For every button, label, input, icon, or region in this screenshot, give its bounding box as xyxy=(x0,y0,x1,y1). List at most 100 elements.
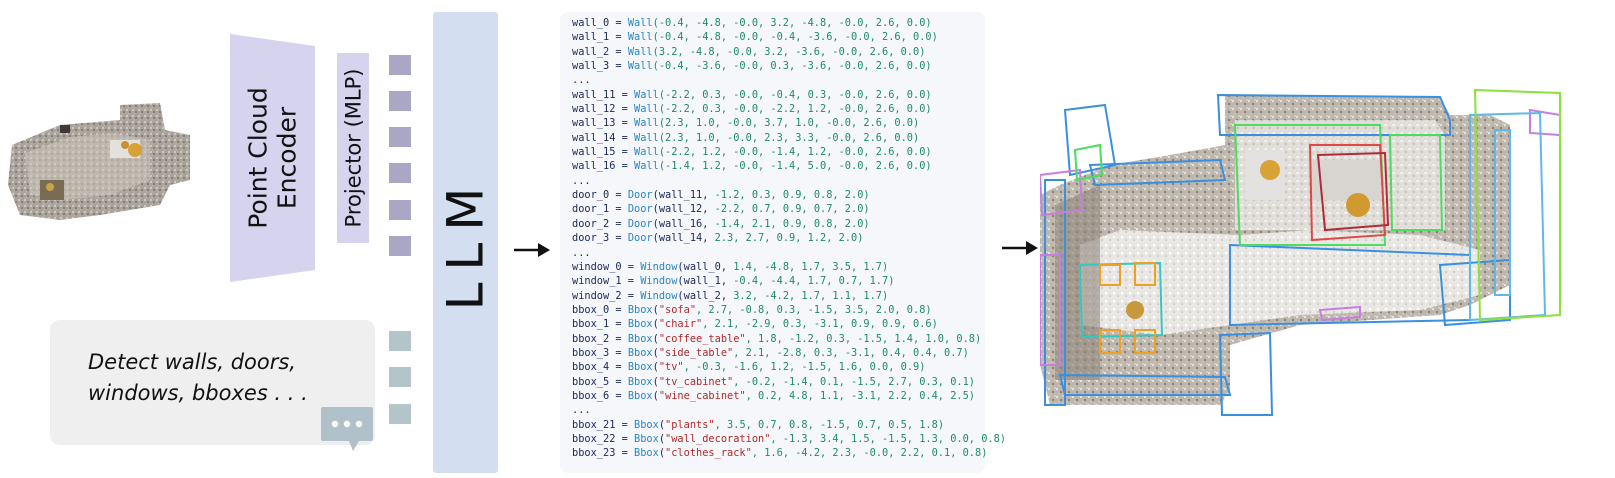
code-token: Window xyxy=(640,289,678,302)
code-line: ... xyxy=(572,174,1006,188)
code-token: (wall_12, xyxy=(652,203,715,216)
code-token: Bbox xyxy=(627,389,653,402)
code-token: ( xyxy=(652,332,659,345)
code-token: "chair" xyxy=(658,318,703,331)
point-cloud-encoder-block xyxy=(230,34,315,282)
code-token: "wall_decoration" xyxy=(665,432,771,445)
code-line: door_1 = Door(wall_12, -2.2, 0.7, 0.9, 0… xyxy=(572,202,1006,216)
code-token: "side_table" xyxy=(658,346,734,359)
llm-block xyxy=(433,12,498,473)
code-token: , 1.8, -1.2, 0.3, -1.5, 1.4, 1.0, 0.8) xyxy=(745,332,982,345)
code-token: ... xyxy=(572,74,591,87)
code-token: door_1 xyxy=(572,203,610,216)
code-line: bbox_2 = Bbox("coffee_table", 1.8, -1.2,… xyxy=(572,332,1006,346)
code-token: (3.2, -4.8, -0.0, 3.2, -3.6, -0.0, 2.6, … xyxy=(652,45,926,58)
code-token: door_0 xyxy=(572,189,610,202)
code-token: = xyxy=(609,318,628,331)
code-token: = xyxy=(621,275,641,288)
code-token: (-0.4, -4.8, -0.0, 3.2, -4.8, -0.0, 2.6,… xyxy=(652,17,932,29)
point-token xyxy=(389,163,411,183)
code-line: bbox_6 = Bbox("wine_cabinet", 0.2, 4.8, … xyxy=(572,389,1006,403)
encoder-label-line1: Point Cloud xyxy=(243,87,273,229)
code-line: wall_0 = Wall(-0.4, -4.8, -0.0, 3.2, -4.… xyxy=(572,16,1006,30)
code-token: , -0.3, -1.6, 1.2, -1.5, 1.6, 0.0, 0.9) xyxy=(683,361,926,374)
code-token: Wall xyxy=(634,146,659,159)
code-token: 3.2, -4.2, 1.7, 1.1, 1.7) xyxy=(733,289,889,302)
code-token: "clothes_rack" xyxy=(665,447,752,460)
code-line: bbox_5 = Bbox("tv_cabinet", -0.2, -1.4, … xyxy=(572,375,1006,389)
right-arrow-icon xyxy=(514,243,550,257)
code-token: , 2.7, -0.8, 0.3, -1.5, 3.5, 2.0, 0.8) xyxy=(696,303,932,316)
prompt-text: Detect walls, doors, windows, bboxes . .… xyxy=(88,347,358,409)
code-token: Wall xyxy=(627,17,653,29)
code-token: Window xyxy=(640,275,678,288)
code-token: 1.4, -4.8, 1.7, 3.5, 1.7) xyxy=(733,260,889,273)
code-line: bbox_0 = Bbox("sofa", 2.7, -0.8, 0.3, -1… xyxy=(572,303,1006,317)
code-token: Bbox xyxy=(627,375,653,388)
code-token: Wall xyxy=(634,160,659,173)
code-token: Bbox xyxy=(627,332,653,345)
code-line: door_0 = Door(wall_11, -1.2, 0.3, 0.9, 0… xyxy=(572,188,1006,202)
code-token: Wall xyxy=(627,31,653,44)
code-token: Bbox xyxy=(634,447,659,460)
code-token: = xyxy=(609,232,628,245)
code-token: , 0.2, 4.8, 1.1, -3.1, 2.2, 0.4, 2.5) xyxy=(745,389,975,402)
code-token: bbox_21 xyxy=(572,418,616,431)
code-token: ( xyxy=(658,418,666,431)
output-scene-with-detections-image xyxy=(1040,88,1561,416)
code-token: = xyxy=(609,203,628,216)
text-token xyxy=(389,404,411,424)
code-line: window_2 = Window(wall_2, 3.2, -4.2, 1.7… xyxy=(572,289,1006,303)
code-token: Wall xyxy=(634,103,659,116)
code-token: (wall_16, xyxy=(652,217,715,230)
code-line: ... xyxy=(572,246,1006,260)
code-token: ... xyxy=(572,174,591,187)
code-token: bbox_0 xyxy=(572,303,610,316)
code-token: ( xyxy=(658,432,666,445)
code-token: Door xyxy=(627,232,653,245)
code-token: bbox_6 xyxy=(572,389,610,402)
code-token: ... xyxy=(572,404,591,417)
code-line: wall_3 = Wall(-0.4, -3.6, -0.0, 0.3, -3.… xyxy=(572,59,1006,73)
code-token: (2.3, 1.0, -0.0, 3.7, 1.0, -0.0, 2.6, 0.… xyxy=(658,117,920,130)
code-line: bbox_22 = Bbox("wall_decoration", -1.3, … xyxy=(572,432,1006,446)
code-line: bbox_21 = Bbox("plants", 3.5, 0.7, 0.8, … xyxy=(572,418,1006,432)
code-line: bbox_4 = Bbox("tv", -0.3, -1.6, 1.2, -1.… xyxy=(572,360,1006,374)
code-line: wall_13 = Wall(2.3, 1.0, -0.0, 3.7, 1.0,… xyxy=(572,116,1006,130)
code-token: wall_2 xyxy=(572,45,610,58)
code-token: Door xyxy=(627,217,653,230)
code-line: door_3 = Door(wall_14, 2.3, 2.7, 0.9, 1.… xyxy=(572,231,1006,245)
code-token: Wall xyxy=(627,45,653,58)
code-token: (wall_11, xyxy=(652,189,715,202)
code-token: wall_3 xyxy=(572,60,610,73)
code-token: , -0.2, -1.4, 0.1, -1.5, 2.7, 0.3, 0.1) xyxy=(733,375,976,388)
code-token: bbox_5 xyxy=(572,375,610,388)
code-token: bbox_2 xyxy=(572,332,610,345)
code-line: wall_11 = Wall(-2.2, 0.3, -0.0, -0.4, 0.… xyxy=(572,88,1006,102)
right-arrow-icon xyxy=(1002,241,1038,255)
scan-objects xyxy=(40,125,142,200)
code-token: = xyxy=(609,45,628,58)
code-output-panel xyxy=(560,12,985,473)
code-token: (-0.4, -3.6, -0.0, 0.3, -3.6, -0.0, 2.6,… xyxy=(652,60,932,73)
code-token: = xyxy=(615,418,635,431)
code-token: bbox_23 xyxy=(572,447,616,460)
code-token: -2.2, 0.7, 0.9, 0.7, 2.0) xyxy=(714,203,870,216)
prompt-box xyxy=(50,320,375,445)
code-token: = xyxy=(609,31,628,44)
scene-objects xyxy=(1126,150,1380,319)
code-token: Window xyxy=(640,260,678,273)
code-token: = xyxy=(609,346,628,359)
code-token: "tv" xyxy=(658,361,684,374)
code-token: bbox_4 xyxy=(572,361,610,374)
code-token: Door xyxy=(627,203,653,216)
code-line: wall_1 = Wall(-0.4, -4.8, -0.0, -0.4, -3… xyxy=(572,30,1006,44)
code-line: wall_15 = Wall(-2.2, 1.2, -0.0, -1.4, 1.… xyxy=(572,145,1006,159)
code-token: Wall xyxy=(634,131,659,144)
code-token: (-1.4, 1.2, -0.0, -1.4, 5.0, -0.0, 2.6, … xyxy=(658,160,932,173)
code-token: = xyxy=(615,432,635,445)
input-point-cloud-image xyxy=(8,103,190,220)
code-token: (wall_0, xyxy=(677,260,734,273)
code-token: "coffee_table" xyxy=(658,332,746,345)
code-token: = xyxy=(609,303,628,316)
